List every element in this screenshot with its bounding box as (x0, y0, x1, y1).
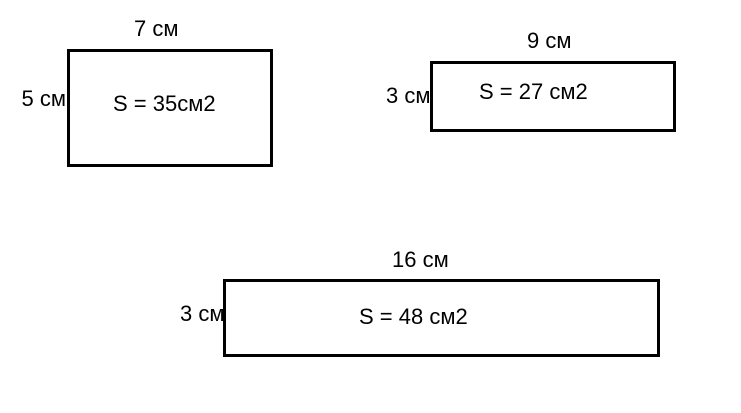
rectangle-16x3 (223, 279, 660, 357)
rectangle-7x5 (67, 49, 273, 167)
rectangle-9x3-width-label: 9 см (527, 28, 572, 53)
rectangle-9x3-area-label: S = 27 см2 (479, 79, 588, 104)
rectangle-16x3-width-label: 16 см (392, 247, 449, 272)
rectangle-16x3-height-label: 3 см (180, 301, 225, 326)
rectangle-16x3-area-label: S = 48 см2 (359, 304, 468, 329)
rectangle-7x5-area-label: S = 35см2 (113, 91, 216, 116)
rectangle-7x5-height-label: 5 см (21, 86, 66, 111)
rectangle-9x3-height-label: 3 см (386, 83, 431, 108)
rectangle-7x5-width-label: 7 см (134, 16, 179, 41)
rectangle-9x3 (430, 61, 676, 132)
